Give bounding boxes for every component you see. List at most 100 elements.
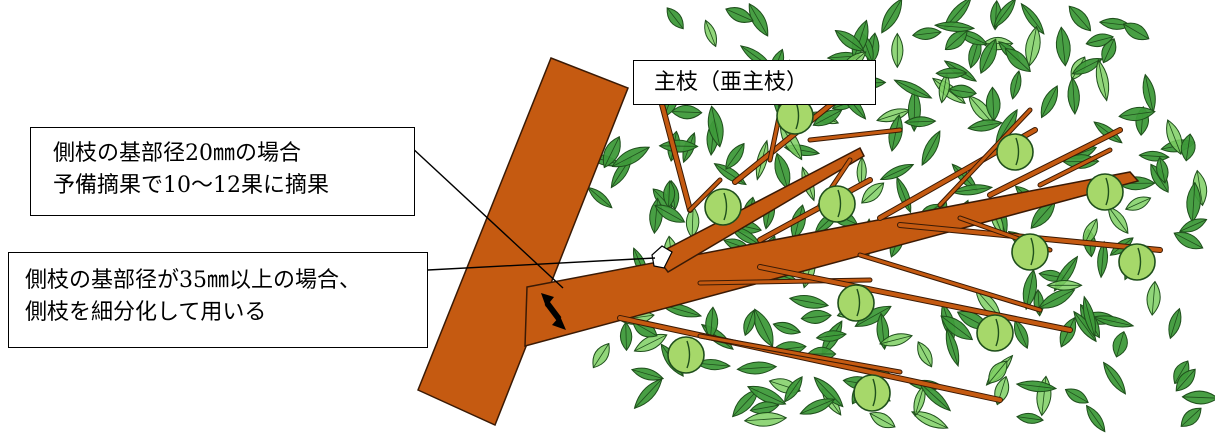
leaf-vein <box>784 376 803 403</box>
leaf-vein <box>869 412 896 428</box>
main-branch <box>417 57 629 427</box>
leaf-vein <box>668 180 671 208</box>
leaf-vein <box>773 323 801 333</box>
leaf-vein <box>659 145 698 147</box>
leaf-vein <box>1072 58 1103 75</box>
leaf-vein <box>789 297 829 306</box>
fruit <box>976 314 1014 352</box>
leaf-vein <box>1123 23 1150 40</box>
leaf-vein <box>946 328 959 367</box>
leaf-vein <box>1030 200 1056 229</box>
fruit <box>704 188 742 226</box>
leaf-vein <box>671 111 702 114</box>
leaf-vein <box>1191 182 1196 223</box>
leaf-vein <box>634 378 663 409</box>
main-branch-label-text: 主枝（亜主枝） <box>654 70 809 95</box>
fruit <box>837 284 875 322</box>
leaf-vein <box>855 306 892 327</box>
leaf-vein <box>861 182 884 204</box>
leaf-vein <box>801 314 832 319</box>
leaf-vein <box>1174 360 1189 384</box>
leaf-vein <box>1144 74 1154 113</box>
leaf-vein <box>1083 296 1095 337</box>
leaf-vein <box>992 87 995 121</box>
fruit <box>667 336 705 374</box>
leaf-vein <box>1005 48 1031 72</box>
leaf-vein <box>754 309 773 347</box>
twig <box>757 264 1073 333</box>
leaf-vein <box>968 95 994 124</box>
leaf-vein <box>1072 77 1076 115</box>
twig <box>987 127 1123 198</box>
leaf-vein <box>941 73 948 103</box>
leaf-vein <box>880 164 914 180</box>
twig <box>757 177 873 243</box>
leaf-vein <box>1151 281 1156 316</box>
main-branch-label: 主枝（亜主枝） <box>633 60 876 105</box>
leaf-vein <box>744 310 755 336</box>
leaf-vein <box>1108 206 1129 234</box>
twig <box>937 107 1033 208</box>
leaf-vein <box>654 204 685 223</box>
leaf-vein <box>945 30 968 50</box>
leaf-vein <box>1159 157 1166 184</box>
leaf-vein <box>881 0 902 34</box>
leaf-vein <box>1167 119 1182 155</box>
fruits <box>667 97 1156 412</box>
leaf-vein <box>911 411 948 429</box>
lateral-branch-large <box>524 171 1140 347</box>
leaf-vein <box>747 386 786 405</box>
leaf-vein <box>813 109 842 126</box>
leader-line-35mm <box>427 257 656 271</box>
lateral-20mm-line1: 側枝の基部径20㎜の場合 <box>53 141 301 166</box>
leaf-vein <box>1125 197 1151 210</box>
leaf-vein <box>1028 26 1037 67</box>
leaf-vein <box>800 398 835 415</box>
lateral-20mm-label: 側枝の基部径20㎜の場合 予備摘果で10～12果に摘果 <box>30 127 415 216</box>
lateral-35mm-line2: 側枝を細分化して用いる <box>25 300 267 325</box>
leaf-vein <box>666 7 684 30</box>
cut-mark <box>651 245 673 269</box>
leaf-vein <box>968 122 1002 129</box>
leaf-vein <box>1100 241 1105 278</box>
leaf-vein <box>952 186 993 193</box>
leaf-vein <box>1169 308 1180 339</box>
leaf-vein <box>631 369 664 380</box>
leaf-vein <box>1086 36 1114 45</box>
leaf-vein <box>587 187 613 209</box>
leaf-vein <box>1103 38 1115 63</box>
leaf-vein <box>921 130 941 166</box>
leaf-vein <box>993 0 1016 28</box>
diameter-arrow <box>541 293 566 330</box>
leaf-vein <box>1063 160 1099 163</box>
lateral-35mm-label: 側枝の基部径が35㎜以上の場合、 側枝を細分化して用いる <box>8 252 428 348</box>
leaf-vein <box>748 3 769 37</box>
leaf-vein <box>1179 219 1207 232</box>
twig <box>807 127 903 143</box>
leaf-vein <box>744 417 787 422</box>
leaf-vein <box>1150 164 1169 193</box>
leaf-vein <box>914 385 925 416</box>
leaf-vein <box>816 333 847 339</box>
leaf-vein <box>653 198 659 234</box>
leaf-vein <box>1068 5 1091 32</box>
leaf-vein <box>750 404 779 411</box>
leaf-vein <box>1196 170 1203 206</box>
leaf-vein <box>776 153 789 189</box>
leaf-vein <box>879 335 913 345</box>
leaf-vein <box>1103 362 1126 395</box>
fruit <box>996 133 1034 171</box>
leaf-vein <box>612 146 650 167</box>
twig <box>657 94 693 213</box>
leaf-vein <box>1020 3 1045 35</box>
twig <box>697 333 903 375</box>
leaf-vein <box>912 31 942 36</box>
leaf-vein <box>919 382 951 411</box>
leaf-vein <box>940 315 973 340</box>
lateral-35mm-line1: 側枝の基部径が35㎜以上の場合、 <box>25 268 361 293</box>
leaf-vein <box>711 106 721 147</box>
twig <box>687 177 723 213</box>
leaf-vein <box>593 343 610 368</box>
leaf <box>881 0 903 34</box>
